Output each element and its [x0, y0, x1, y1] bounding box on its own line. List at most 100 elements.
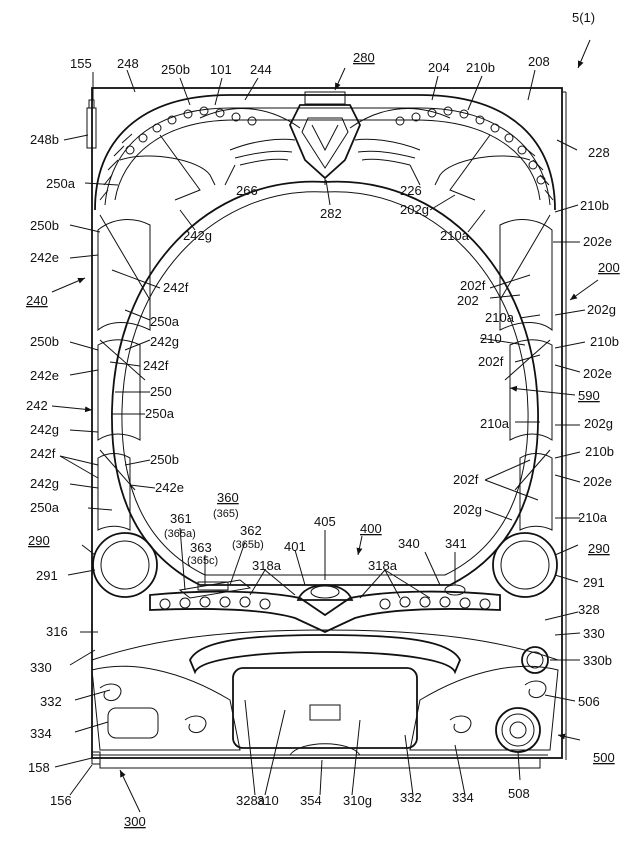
label-590: 590 — [578, 388, 600, 403]
label-332: 332 — [400, 790, 422, 805]
label-508: 508 — [508, 786, 530, 801]
label-405: 405 — [314, 514, 336, 529]
label-290: 290 — [588, 541, 610, 556]
label-210a: 210a — [440, 228, 470, 243]
label-354: 354 — [300, 793, 322, 808]
stage-400 — [150, 580, 500, 632]
label-282: 282 — [320, 206, 342, 221]
knob-330b — [522, 647, 548, 673]
label-226: 226 — [400, 183, 422, 198]
label-242g: 242g — [30, 422, 59, 437]
label-300: 300 — [124, 814, 146, 829]
label-202e: 202e — [583, 234, 612, 249]
label-208: 208 — [528, 54, 550, 69]
label-242e: 242e — [30, 368, 59, 383]
label-210b: 210b — [590, 334, 619, 349]
label-248b: 248b — [30, 132, 59, 147]
label-210a: 210a — [485, 310, 515, 325]
leader-lines — [52, 40, 598, 812]
label-202g: 202g — [400, 202, 429, 217]
label-202f: 202f — [453, 472, 479, 487]
label-242g: 242g — [150, 334, 179, 349]
label-242g: 242g — [183, 228, 212, 243]
label-280: 280 — [353, 50, 375, 65]
label-240: 240 — [26, 293, 48, 308]
label-365a: (365a) — [164, 528, 196, 540]
label-248: 248 — [117, 56, 139, 71]
label-363: 363 — [190, 540, 212, 555]
label-250a: 250a — [46, 176, 76, 191]
label-330: 330 — [30, 660, 52, 675]
label-291: 291 — [583, 575, 605, 590]
label-310g: 310g — [343, 793, 372, 808]
label-202g: 202g — [453, 502, 482, 517]
label-500: 500 — [593, 750, 615, 765]
label-334: 334 — [30, 726, 52, 741]
label-250a: 250a — [30, 500, 60, 515]
label-242f: 242f — [143, 358, 169, 373]
label-250b: 250b — [30, 218, 59, 233]
lamp-row-right — [396, 107, 545, 184]
label-210a: 210a — [480, 416, 510, 431]
label-362: 362 — [240, 523, 262, 538]
speaker-right — [493, 533, 557, 597]
label-242e: 242e — [155, 480, 184, 495]
label-318a: 318a — [252, 558, 282, 573]
label-360: 360 — [217, 490, 239, 505]
top-arch — [95, 95, 555, 210]
label-250b: 250b — [161, 62, 190, 77]
label-101: 101 — [210, 62, 232, 77]
label-266: 266 — [236, 183, 258, 198]
label-200: 200 — [598, 260, 620, 275]
reference-labels: 5(1) 155 248 250b 101 244 280 204 210b 2… — [26, 10, 620, 829]
label-202e: 202e — [583, 366, 612, 381]
label-341: 341 — [445, 536, 467, 551]
handle-508 — [496, 708, 540, 752]
label-290: 290 — [28, 533, 50, 548]
label-210a: 210a — [578, 510, 608, 525]
label-250a: 250a — [150, 314, 180, 329]
label-400: 400 — [360, 521, 382, 536]
left-side-panels — [98, 135, 215, 530]
label-202f: 202f — [478, 354, 504, 369]
label-210b: 210b — [585, 444, 614, 459]
label-202f: 202f — [460, 278, 486, 293]
label-340: 340 — [398, 536, 420, 551]
label-250b: 250b — [150, 452, 179, 467]
label-250: 250 — [150, 384, 172, 399]
label-365: (365) — [213, 508, 239, 520]
label-242f: 242f — [163, 280, 189, 295]
label-328: 328 — [578, 602, 600, 617]
label-242: 242 — [26, 398, 48, 413]
label-242e: 242e — [30, 250, 59, 265]
label-210b: 210b — [466, 60, 495, 75]
label-330b: 330b — [583, 653, 612, 668]
label-316: 316 — [46, 624, 68, 639]
label-202g: 202g — [587, 302, 616, 317]
label-250a: 250a — [145, 406, 175, 421]
label-332: 332 — [40, 694, 62, 709]
label-202e: 202e — [583, 474, 612, 489]
label-202: 202 — [457, 293, 479, 308]
label-291: 291 — [36, 568, 58, 583]
speaker-left — [93, 533, 157, 597]
label-204: 204 — [428, 60, 450, 75]
stage-beads — [160, 597, 490, 609]
label-330: 330 — [583, 626, 605, 641]
label-365b: (365b) — [232, 539, 264, 551]
label-210: 210 — [480, 331, 502, 346]
label-244: 244 — [250, 62, 272, 77]
label-155: 155 — [70, 56, 92, 71]
label-361: 361 — [170, 511, 192, 526]
label-334: 334 — [452, 790, 474, 805]
label-318a: 318a — [368, 558, 398, 573]
figure-number: 5(1) — [572, 10, 595, 25]
label-158: 158 — [28, 760, 50, 775]
label-242f: 242f — [30, 446, 56, 461]
label-310: 310 — [257, 793, 279, 808]
tray-310 — [233, 668, 417, 748]
label-228: 228 — [588, 145, 610, 160]
label-506: 506 — [578, 694, 600, 709]
lower-panel-300 — [92, 600, 558, 755]
